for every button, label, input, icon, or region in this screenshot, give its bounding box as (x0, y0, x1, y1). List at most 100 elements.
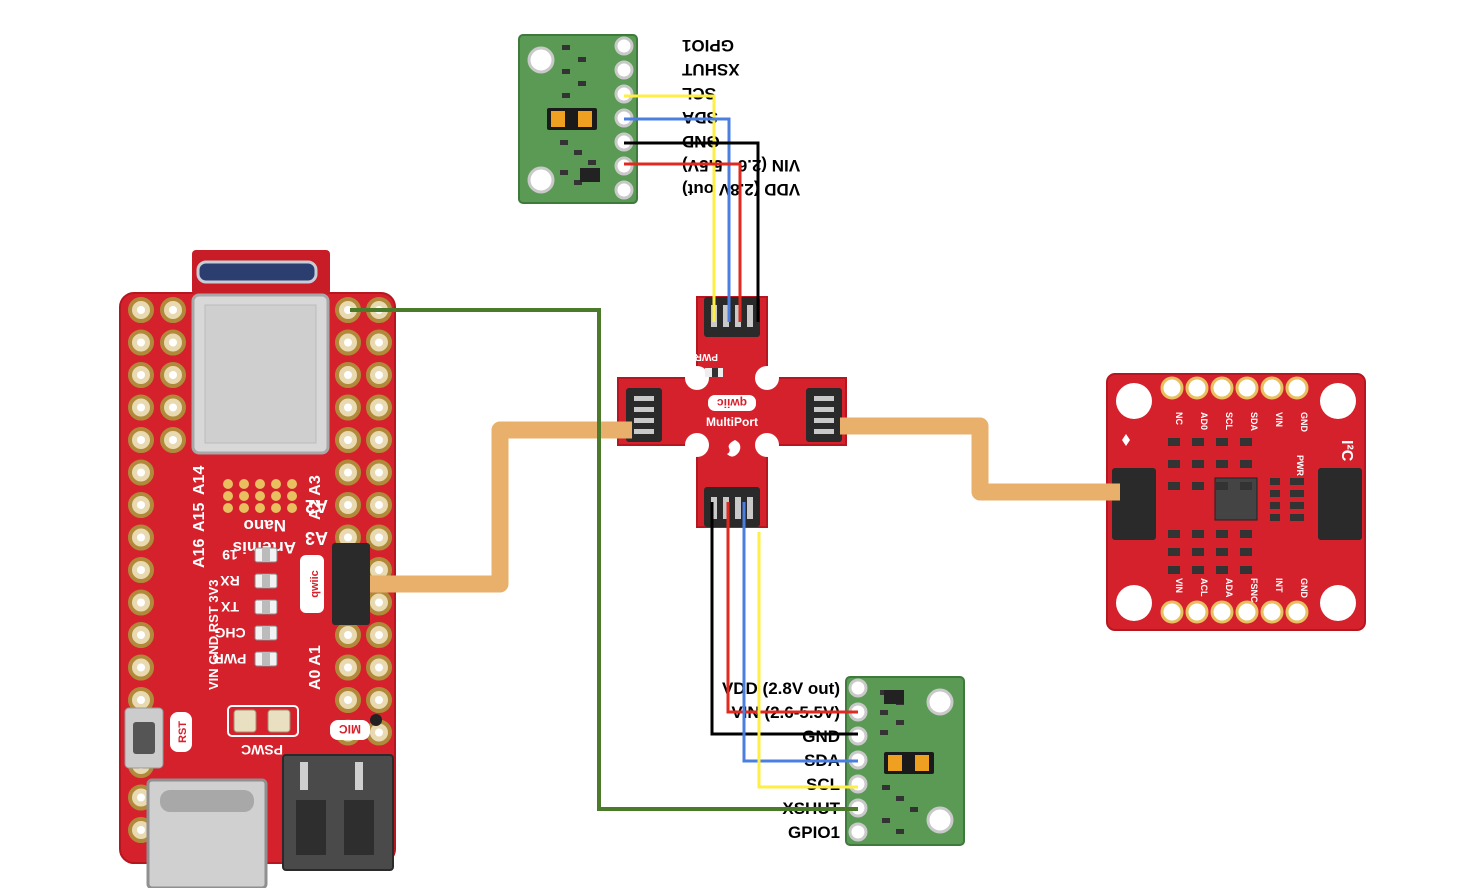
sensor-pin-label: VDD (2.8V out) (722, 679, 840, 698)
led-label: CHG (214, 625, 245, 641)
sensor-pin-pad (614, 156, 634, 176)
imu-top-pin-label: NC (1174, 412, 1184, 425)
artemis-label-a14: A14 (191, 466, 208, 495)
imu-top-pin-label: SDA (1249, 412, 1259, 432)
multiport-qwiic-label: qwiic (717, 396, 747, 410)
artemis-left-pin-labels: VIN GND RST 3V3 (206, 579, 221, 690)
bottom-wire-scl-yellow (757, 532, 858, 789)
rst-label: RST (177, 721, 189, 743)
sensor-pin-label: SCL (682, 84, 716, 103)
artemis-nano-board: A2 A3 A2 A3 A16 A15 A14 Nano Artemis 19R… (119, 250, 396, 888)
sensor-pin-label: GND (802, 727, 840, 746)
imu-left-qwiic-connector (1112, 468, 1156, 540)
imu-pin-pad (1260, 376, 1284, 400)
pad (239, 479, 249, 489)
pad (271, 503, 281, 513)
pswc-label: PSWC (241, 742, 283, 758)
pad (239, 491, 249, 501)
qwiic-cables (370, 417, 1120, 593)
imu-top-pin-label: AD0 (1199, 412, 1209, 430)
bottom-wire-vin-red (726, 502, 858, 714)
imu-bottom-pin-label: GND (1299, 578, 1309, 599)
pad (223, 503, 233, 513)
sensor-pin-pad (848, 822, 868, 842)
artemis-label-a0-a1: A0 A1 (307, 645, 324, 690)
sensor-pin-pad (614, 84, 634, 104)
sensor-pin-label: GPIO1 (682, 36, 734, 55)
pad (287, 491, 297, 501)
sensor-pin-pad (614, 36, 634, 56)
pad (287, 479, 297, 489)
antenna-chip (196, 260, 318, 284)
pad (255, 503, 265, 513)
sensor-pin-pad (614, 180, 634, 200)
multiport-pwr-label: PWR (694, 351, 718, 362)
sensor-pin-label: GPIO1 (788, 823, 840, 842)
artemis-label-a2: A2 (305, 496, 328, 516)
artemis-name-nano: Nano (244, 516, 287, 535)
artemis-label-a16: A16 (191, 539, 208, 568)
led-label: 19 (222, 547, 238, 563)
pad (255, 479, 265, 489)
bottom-wire-gnd-black (710, 502, 858, 736)
artemis-qwiic-text: qwiic (309, 570, 321, 598)
imu-pin-pad (1285, 376, 1309, 400)
pad (223, 479, 233, 489)
bottom-sensor-wires (710, 502, 858, 789)
sensor-pin-label: XSHUT (681, 60, 739, 79)
imu-bottom-pin-pads (1160, 600, 1309, 624)
artemis-label-a3: A3 (305, 528, 328, 548)
inner-left-pins (160, 297, 186, 453)
pad (271, 491, 281, 501)
led-label: TX (220, 599, 239, 615)
imu-pin-pad (1210, 376, 1234, 400)
top-wire-scl-yellow (624, 94, 716, 322)
top-wire-vin-red (624, 162, 742, 322)
imu-pin-pad (1185, 376, 1209, 400)
pad (239, 503, 249, 513)
imu-top-pin-label: VIN (1274, 412, 1284, 427)
sensor-pin-pad (848, 726, 868, 746)
multiport-bottom-connector (704, 487, 760, 527)
sensor-pin-pad (848, 774, 868, 794)
imu-pin-pad (1260, 600, 1284, 624)
imu-bottom-pin-label: ACL (1199, 578, 1209, 597)
artemis-qwiic-logo (300, 555, 324, 613)
top-wire-gnd-black (624, 141, 760, 322)
pad (223, 491, 233, 501)
artemis-qwiic-connector (332, 543, 370, 625)
reset-button[interactable] (133, 722, 155, 754)
multiport-left-connector (626, 388, 662, 442)
imu-bottom-pin-label: FSNC (1249, 578, 1259, 603)
sensor-pin-pad (848, 678, 868, 698)
imu-top-pin-label: GND (1299, 412, 1309, 433)
imu-pin-pad (1235, 376, 1259, 400)
sensor-pin-label: SCL (806, 775, 840, 794)
pad (287, 503, 297, 513)
imu-pin-pad (1160, 600, 1184, 624)
imu-right-qwiic-connector (1318, 468, 1362, 540)
qwiic-cable-artemis-to-multiport (370, 421, 632, 593)
artemis-label-a15: A15 (191, 503, 208, 532)
imu-bottom-pin-label: ADA (1224, 578, 1234, 598)
qwiic-cable-multiport-to-imu (840, 417, 1120, 501)
imu-pin-pad (1285, 600, 1309, 624)
imu-i2c-label: I²C (1338, 440, 1355, 462)
xshut-wire-green (350, 308, 858, 811)
mic-label: MIC (339, 722, 361, 736)
imu-pin-pad (1160, 376, 1184, 400)
multiport-right-connector (806, 388, 842, 442)
imu-top-pin-label: SCL (1224, 412, 1234, 431)
pad (271, 479, 281, 489)
bottom-wire-sda-blue (742, 502, 858, 763)
pad (255, 491, 265, 501)
led-label: PWR (214, 651, 247, 667)
top-wire-sda-blue (624, 117, 731, 322)
imu-pin-pad (1210, 600, 1234, 624)
imu-components (1168, 438, 1304, 574)
imu-bottom-pin-label: VIN (1174, 578, 1184, 593)
artemis-label-a2-a3: A2 A3 (307, 475, 324, 520)
